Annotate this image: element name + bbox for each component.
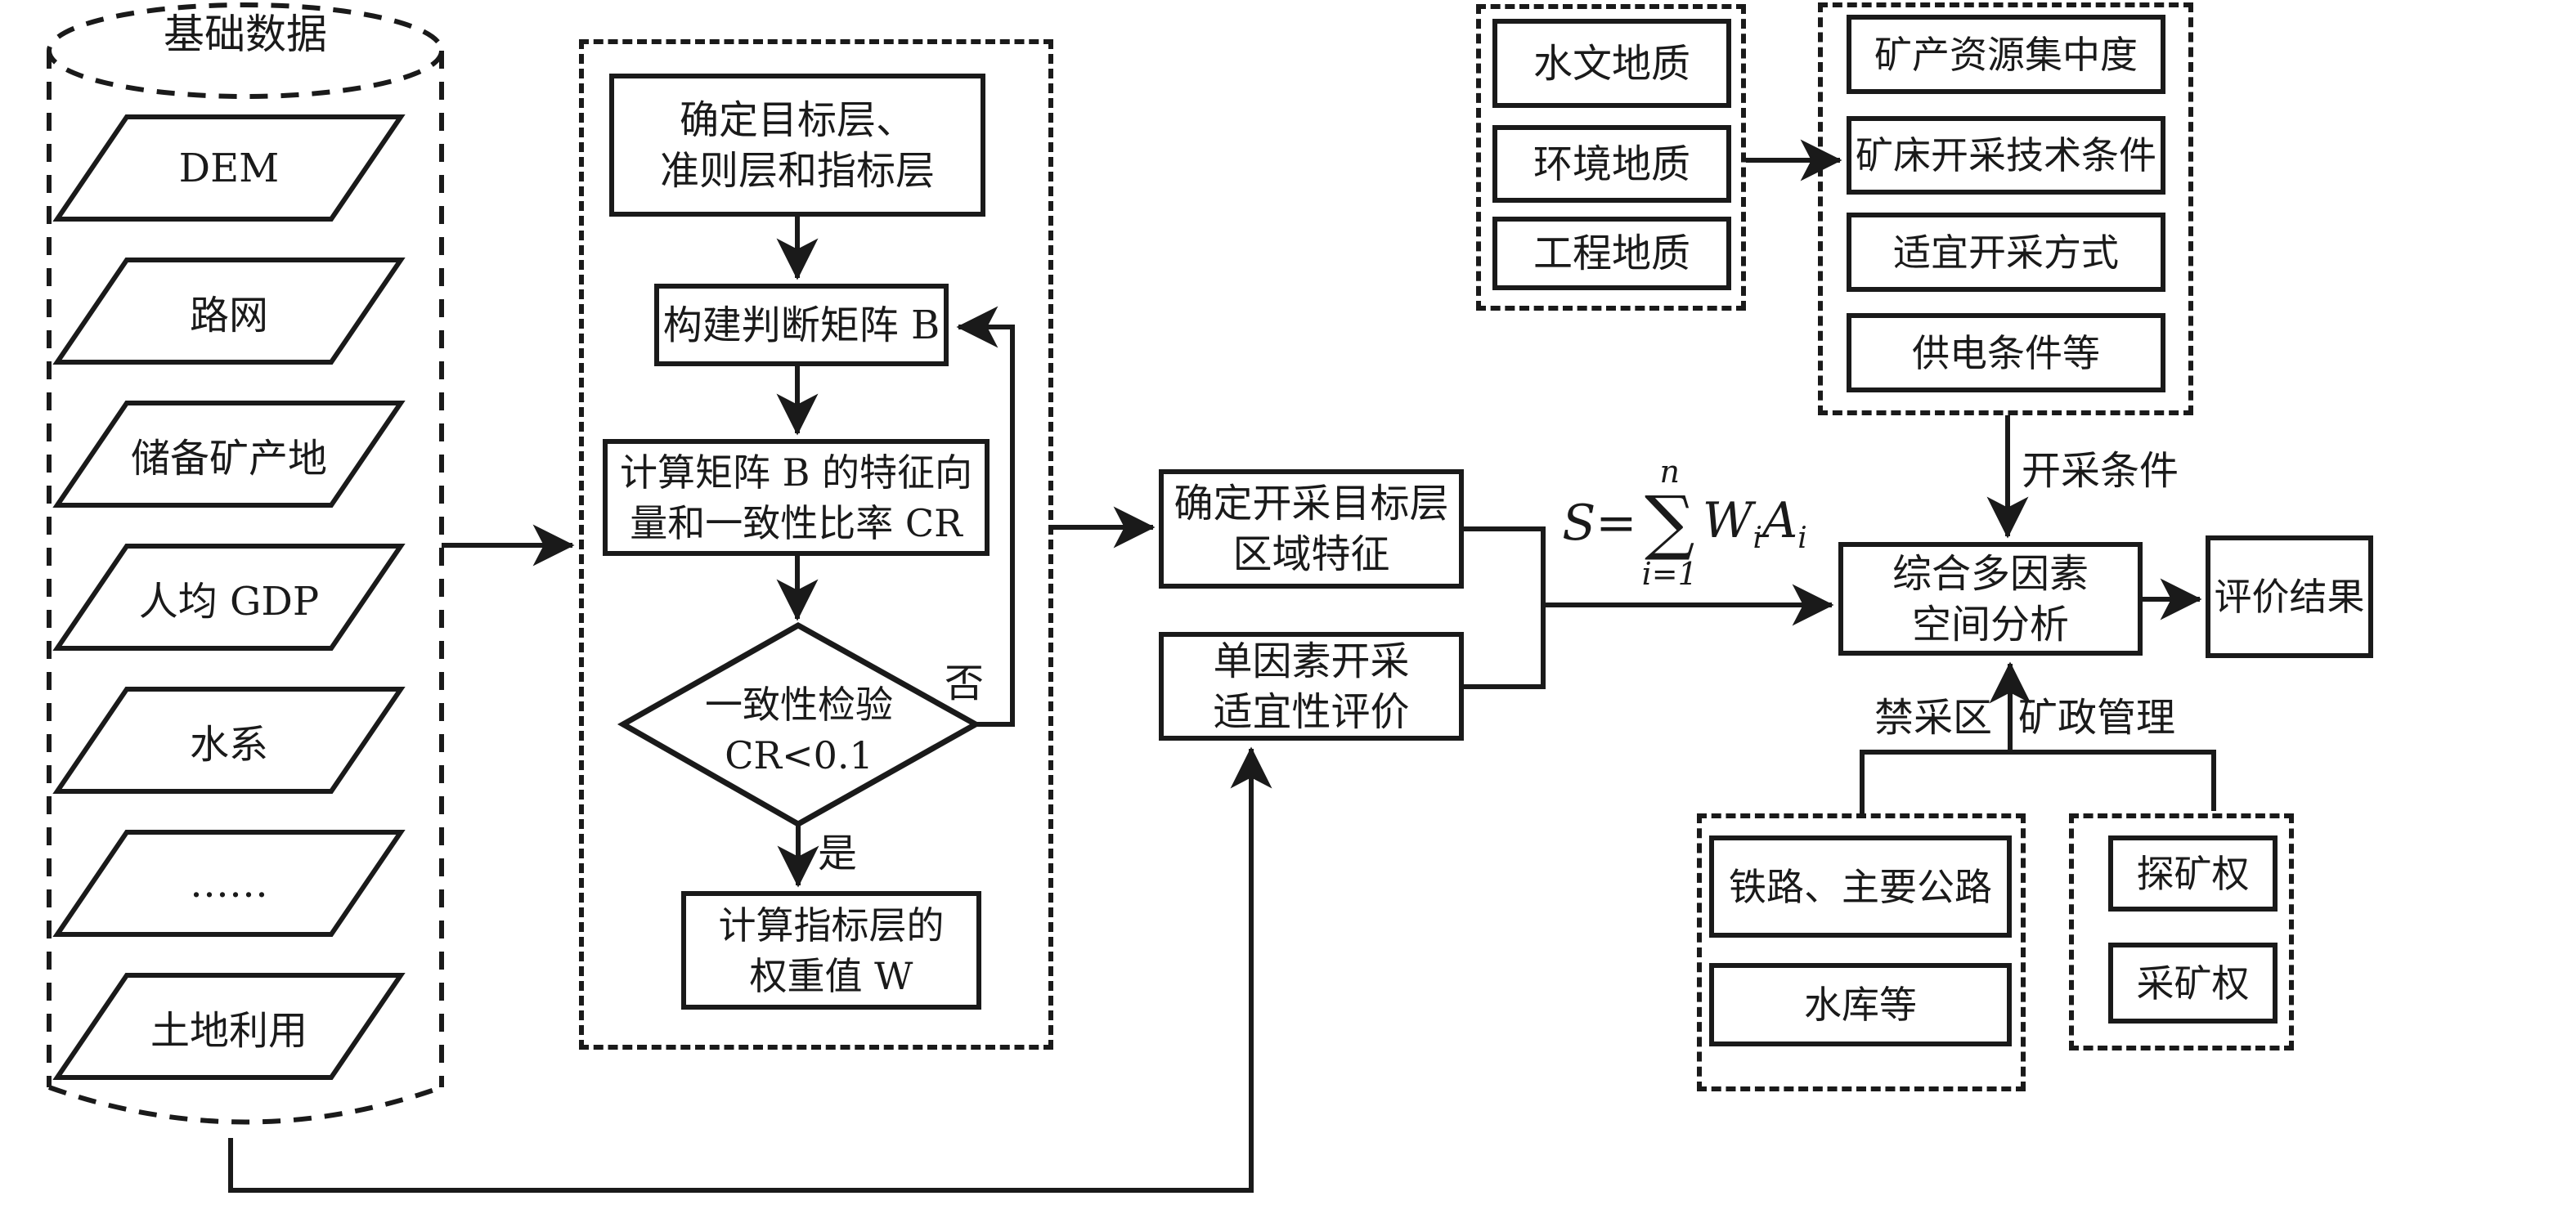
synthesis-line1: 综合多因素 xyxy=(1892,550,2089,597)
layer-dem: DEM xyxy=(178,145,280,191)
consistency-check-line1: 一致性检验 xyxy=(705,682,893,727)
power-supply-label: 供电条件等 xyxy=(1912,330,2100,375)
resource-concentration-box: 矿产资源集中度 xyxy=(1847,15,2165,94)
summation-lower-limit: i=1 xyxy=(1641,556,1698,592)
parallelogram-water xyxy=(52,687,406,794)
bracket-admin-groups xyxy=(1860,750,2216,813)
formula-w-sub: i xyxy=(1752,521,1762,555)
layer-more: …… xyxy=(190,860,268,907)
result-box: 评价结果 xyxy=(2206,535,2373,658)
ahp-step1-line1: 确定目标层、 xyxy=(679,96,915,143)
decision-no-label: 否 xyxy=(945,661,985,706)
mining-right-box: 采矿权 xyxy=(2108,943,2278,1024)
target-layer-line2: 区域特征 xyxy=(1232,531,1390,577)
mining-tech-label: 矿床开采技术条件 xyxy=(1856,133,2156,177)
formula-lhs: S= xyxy=(1562,495,1637,552)
reservoir-box: 水库等 xyxy=(1709,963,2012,1046)
ahp-step4-line1: 计算指标层的 xyxy=(718,903,945,947)
parallelogram-more xyxy=(52,830,406,937)
layer-reserve: 储备矿产地 xyxy=(130,435,327,482)
single-factor-line2: 适宜性评价 xyxy=(1213,688,1410,735)
single-factor-line1: 单因素开采 xyxy=(1213,638,1410,684)
ahp-step3-box: 计算矩阵 B 的特征向 量和一致性比率 CR xyxy=(603,439,990,556)
parallelogram-roads xyxy=(52,258,406,365)
synthesis-line2: 空间分析 xyxy=(1911,601,2069,647)
geology-group-frame xyxy=(1476,4,1746,311)
single-factor-box: 单因素开采 适宜性评价 xyxy=(1159,632,1464,741)
mining-condition-label: 开采条件 xyxy=(2022,448,2179,494)
flow-connectors xyxy=(228,139,2216,1193)
formula-summation: n ∑ i=1 xyxy=(1642,456,1698,590)
ahp-step2-label: 构建判断矩阵 B xyxy=(662,302,940,348)
sigma-symbol: ∑ xyxy=(1644,482,1695,563)
hydrogeology-label: 水文地质 xyxy=(1533,40,1690,87)
consistency-check-line2: CR<0.1 xyxy=(725,732,873,777)
mining-admin-label: 矿政管理 xyxy=(2018,695,2176,741)
result-label: 评价结果 xyxy=(2214,575,2365,619)
env-geology-label: 环境地质 xyxy=(1533,141,1690,187)
parallelogram-gdp xyxy=(52,544,406,651)
decision-yes-label: 是 xyxy=(818,831,858,876)
mining-method-box: 适宜开采方式 xyxy=(1847,213,2165,292)
hydrogeology-box: 水文地质 xyxy=(1492,19,1731,108)
ahp-step4-box: 计算指标层的 权重值 W xyxy=(681,891,981,1010)
formula-a-sub: i xyxy=(1797,521,1807,555)
ahp-step1-box: 确定目标层、 准则层和指标层 xyxy=(609,74,985,217)
layer-water: 水系 xyxy=(189,721,268,768)
reservoir-label: 水库等 xyxy=(1804,983,1917,1027)
env-geology-box: 环境地质 xyxy=(1492,125,1731,203)
resource-concentration-label: 矿产资源集中度 xyxy=(1874,32,2138,77)
target-layer-box: 确定开采目标层 区域特征 xyxy=(1159,469,1464,589)
data-layer-shapes xyxy=(52,114,406,1080)
ahp-step1-line2: 准则层和指标层 xyxy=(659,147,935,194)
mining-group-frame xyxy=(1818,2,2193,415)
eng-geology-box: 工程地质 xyxy=(1492,217,1731,290)
mining-tech-box: 矿床开采技术条件 xyxy=(1847,116,2165,195)
railway-road-box: 铁路、主要公路 xyxy=(1709,835,2012,938)
exploration-right-label: 探矿权 xyxy=(2136,851,2250,896)
formula-w: W xyxy=(1702,491,1753,549)
base-data-cylinder-outline xyxy=(47,2,444,1125)
ahp-step3-line2: 量和一致性比率 CR xyxy=(630,500,963,545)
arrow-cylinder-bottom-to-single xyxy=(228,746,1272,1193)
ahp-group-frame xyxy=(579,39,1053,1050)
restricted-group-frame xyxy=(1697,813,2026,1091)
exploration-right-box: 探矿权 xyxy=(2108,835,2278,912)
bracket-merge-right xyxy=(1464,526,1546,689)
power-supply-box: 供电条件等 xyxy=(1847,313,2165,392)
layer-gdp: 人均 GDP xyxy=(138,578,320,625)
weighted-sum-formula: S= n ∑ i=1 WiAi xyxy=(1562,456,1807,590)
mining-method-label: 适宜开采方式 xyxy=(1893,230,2119,275)
railway-road-label: 铁路、主要公路 xyxy=(1729,864,1992,909)
ahp-step3-line1: 计算矩阵 B 的特征向 xyxy=(619,450,973,495)
consistency-check-text: 一致性检验 CR<0.1 xyxy=(635,674,963,785)
layer-landuse: 土地利用 xyxy=(150,1007,307,1054)
parallelogram-reserve xyxy=(52,401,406,508)
mining-right-label: 采矿权 xyxy=(2136,961,2250,1006)
summation-upper-limit: n xyxy=(1659,454,1680,490)
synthesis-box: 综合多因素 空间分析 xyxy=(1838,542,2143,656)
ahp-step2-box: 构建判断矩阵 B xyxy=(654,284,949,366)
target-layer-line1: 确定开采目标层 xyxy=(1174,481,1449,526)
layer-roads: 路网 xyxy=(189,292,268,338)
formula-terms: WiAi xyxy=(1703,492,1807,555)
ahp-step4-line2: 权重值 W xyxy=(749,953,913,998)
rights-group-frame xyxy=(2069,813,2294,1050)
forbidden-zone-label: 禁采区 xyxy=(1874,695,1993,741)
base-data-title: 基础数据 xyxy=(164,11,327,58)
parallelogram-landuse xyxy=(52,973,406,1080)
feedback-no-loop xyxy=(956,306,1015,727)
formula-a: A xyxy=(1761,491,1798,549)
parallelogram-dem xyxy=(52,114,406,222)
eng-geology-label: 工程地质 xyxy=(1533,231,1690,276)
